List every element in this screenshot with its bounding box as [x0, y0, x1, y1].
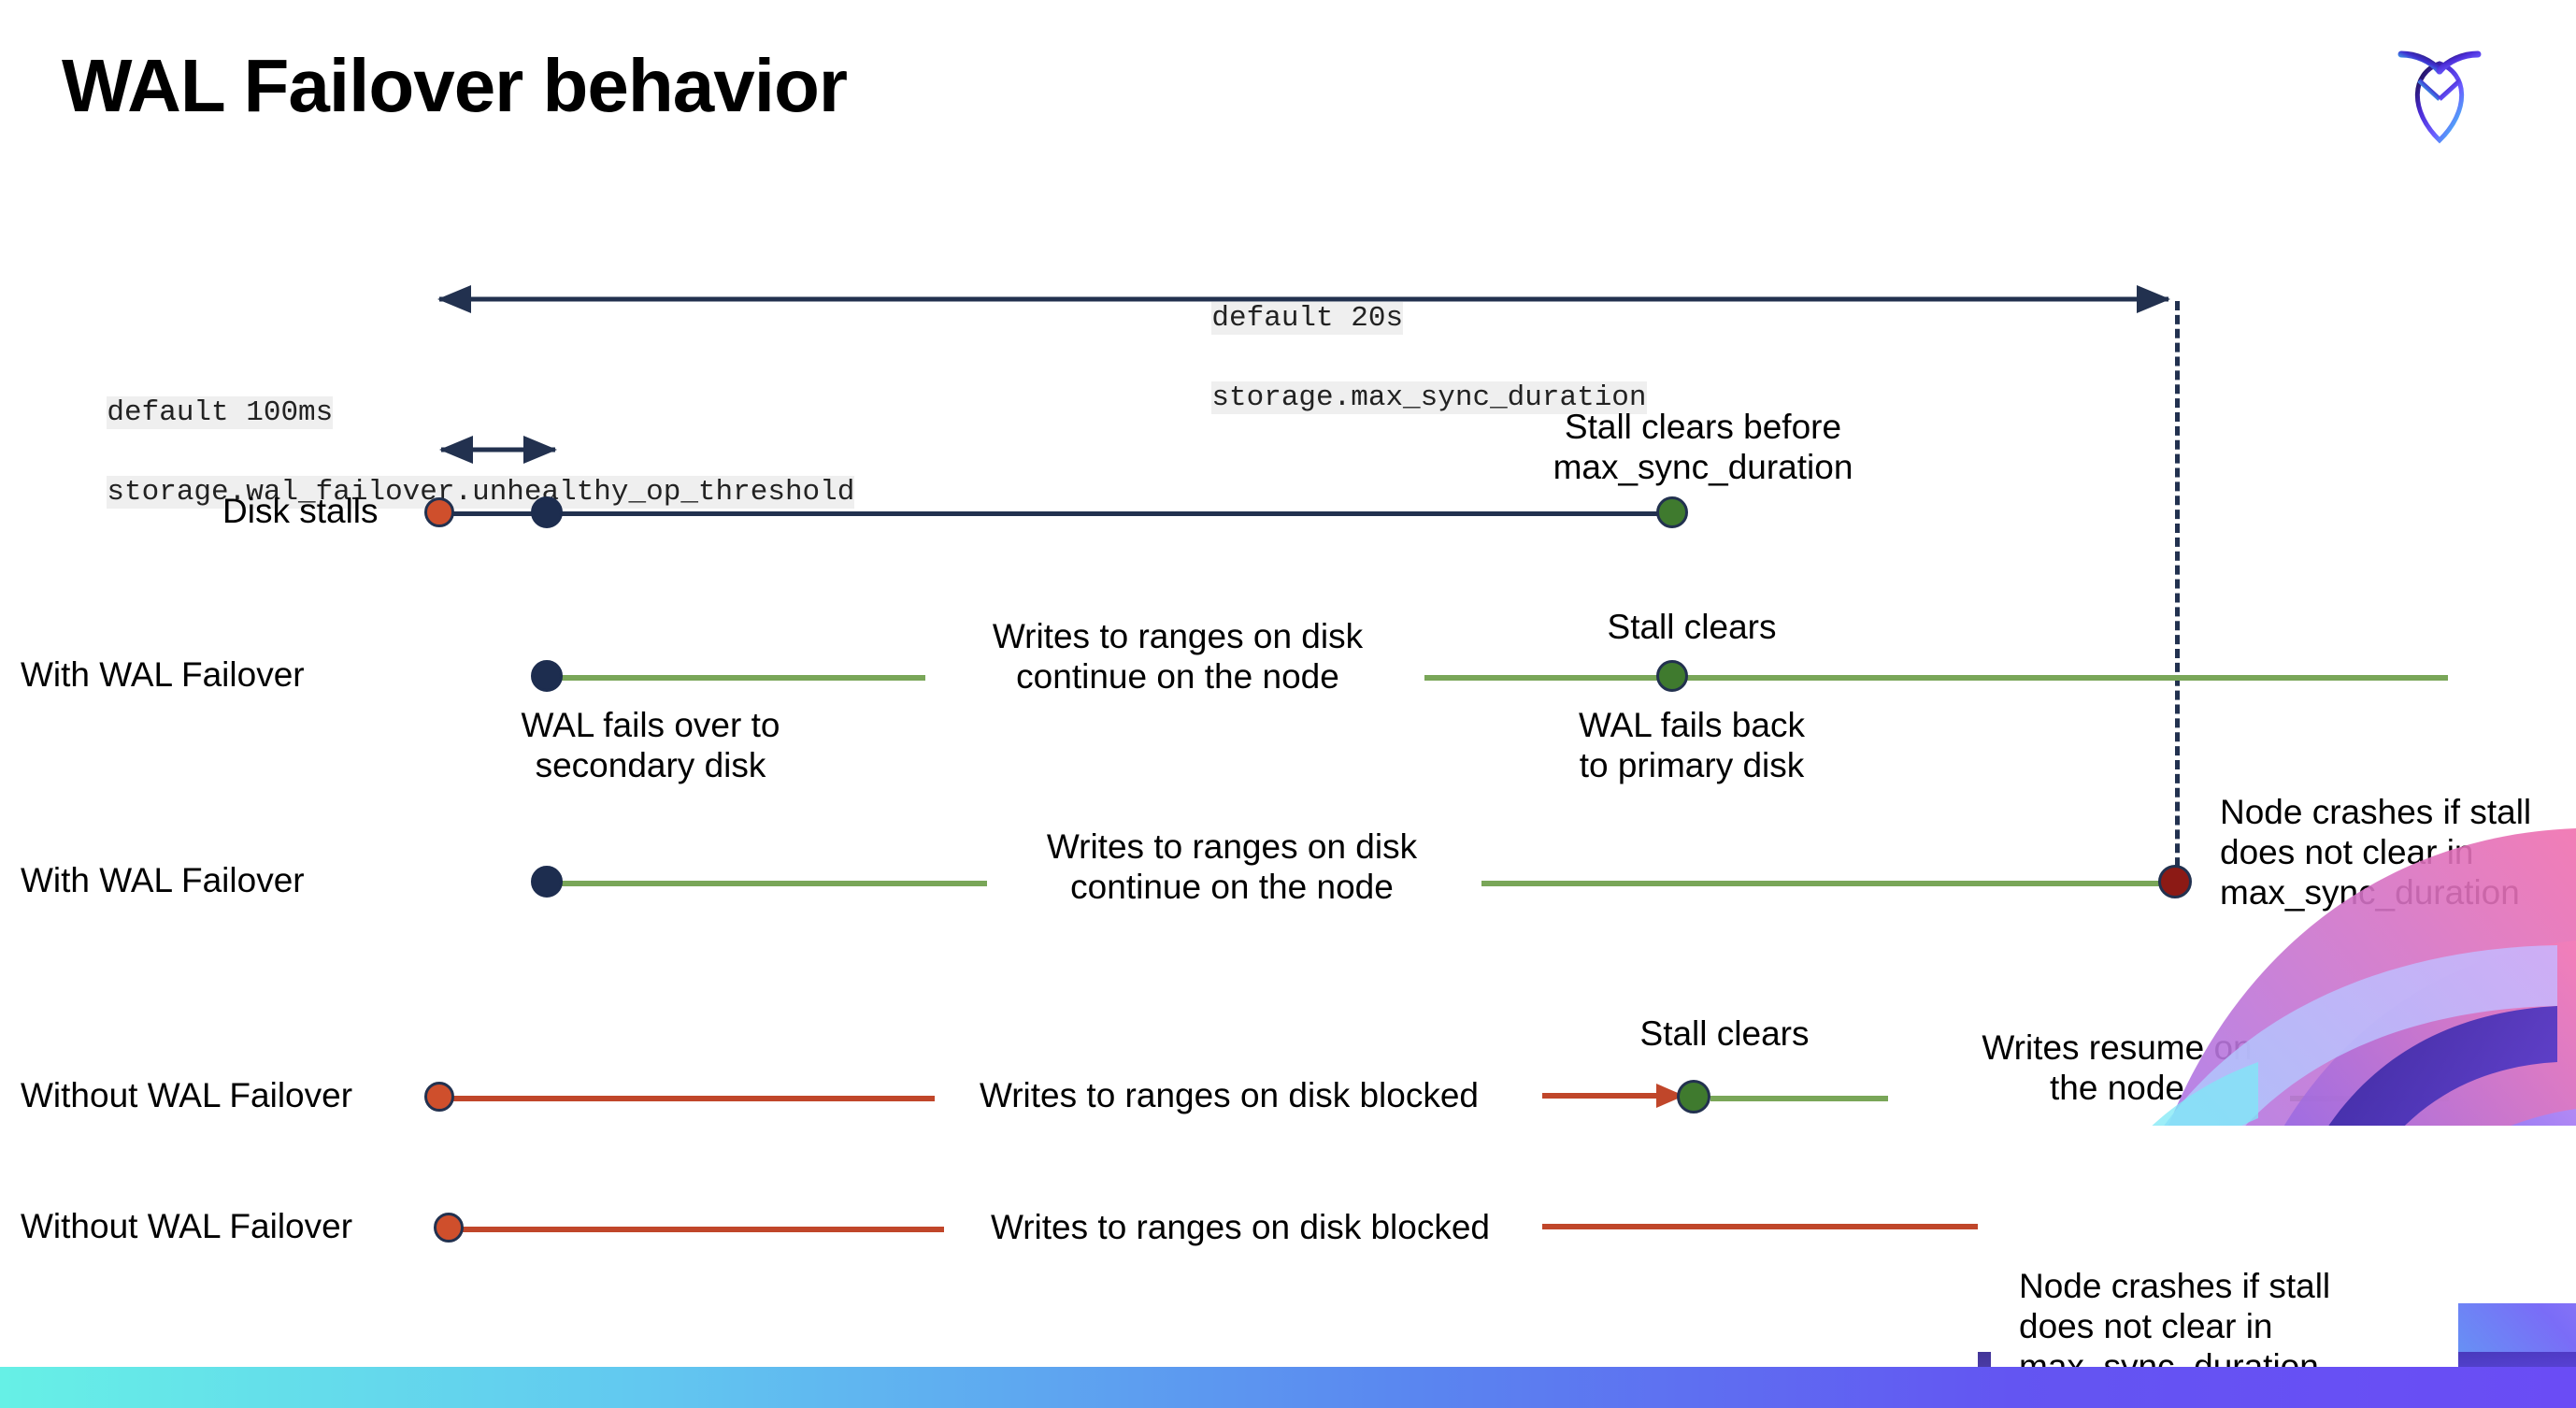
unhealthy-default-label: default 100ms: [107, 395, 334, 429]
row1-failover-dot: [531, 496, 563, 528]
row-label-with-wal-failover-crash: With WAL Failover: [21, 861, 305, 899]
row2-note-wal-fails-over: WAL fails over to secondary disk: [521, 706, 780, 784]
row2-note-writes-continue: Writes to ranges on disk continue on the…: [992, 617, 1364, 696]
row4-note-stall-clears: Stall clears: [1639, 1014, 1810, 1053]
row-label-disk-stalls: Disk stalls: [222, 492, 379, 530]
row5-stall-start-dot: [434, 1213, 464, 1243]
bottom-gradient-bar: [0, 1367, 2576, 1408]
page-title: WAL Failover behavior: [62, 44, 848, 127]
row4-note-writes-blocked: Writes to ranges on disk blocked: [979, 1076, 1480, 1114]
row2-note-wal-fails-back: WAL fails back to primary disk: [1579, 706, 1805, 784]
unhealthy-setting-label: storage.wal_failover.unhealthy_op_thresh…: [107, 476, 855, 510]
row4-red-line: [441, 1096, 935, 1101]
row4-stall-start-dot: [424, 1082, 454, 1112]
row2-green-line-left: [548, 675, 925, 681]
row5-node-crash-dot: [2161, 1211, 2195, 1244]
max-sync-setting-label: storage.max_sync_duration: [1211, 381, 1647, 415]
row2-note-stall-clears: Stall clears: [1607, 608, 1777, 646]
row4-stall-clears-dot: [1677, 1080, 1710, 1113]
row-label-without-wal-failover-crash: Without WAL Failover: [21, 1207, 353, 1245]
cockroach-labs-logo-icon: [2388, 36, 2491, 148]
row3-note-node-crashes: Node crashes if stall does not clear in …: [2220, 793, 2532, 912]
max-sync-default-label: default 20s: [1211, 301, 1404, 335]
row3-green-line-right: [1481, 881, 2173, 886]
row-label-with-wal-failover-clears: With WAL Failover: [21, 655, 305, 694]
row1-navy-line: [437, 511, 1671, 516]
row1-stall-start-dot: [424, 497, 454, 527]
row1-note-stall-clears: Stall clears before max_sync_duration: [1553, 408, 1853, 486]
row2-failover-dot: [531, 660, 563, 692]
row3-green-line-left: [548, 881, 987, 886]
max-sync-duration-annotation: default 20s storage.max_sync_duration: [1142, 259, 1647, 459]
row-label-without-wal-failover-clears: Without WAL Failover: [21, 1076, 353, 1114]
row2-stall-clears-dot: [1656, 660, 1688, 692]
row5-note-backdrop: [1991, 1243, 2458, 1384]
row4-green-line-far-right: [2290, 1096, 2449, 1101]
max-sync-duration-dashed-connector: [2175, 301, 2180, 881]
row4-note-writes-resume: Writes resume on the node: [1982, 1028, 2253, 1107]
row1-stall-clears-dot: [1656, 496, 1688, 528]
row2-green-line-right: [1424, 675, 2448, 681]
row3-note-writes-continue: Writes to ranges on disk continue on the…: [1046, 827, 1418, 906]
row5-red-line: [449, 1227, 944, 1232]
row4-green-line-right: [1710, 1096, 1888, 1101]
unhealthy-op-threshold-annotation: default 100ms storage.wal_failover.unhea…: [37, 353, 855, 553]
row5-note-writes-blocked: Writes to ranges on disk blocked: [990, 1208, 1491, 1246]
row3-failover-dot: [531, 866, 563, 898]
row3-node-crash-dot: [2158, 865, 2192, 898]
